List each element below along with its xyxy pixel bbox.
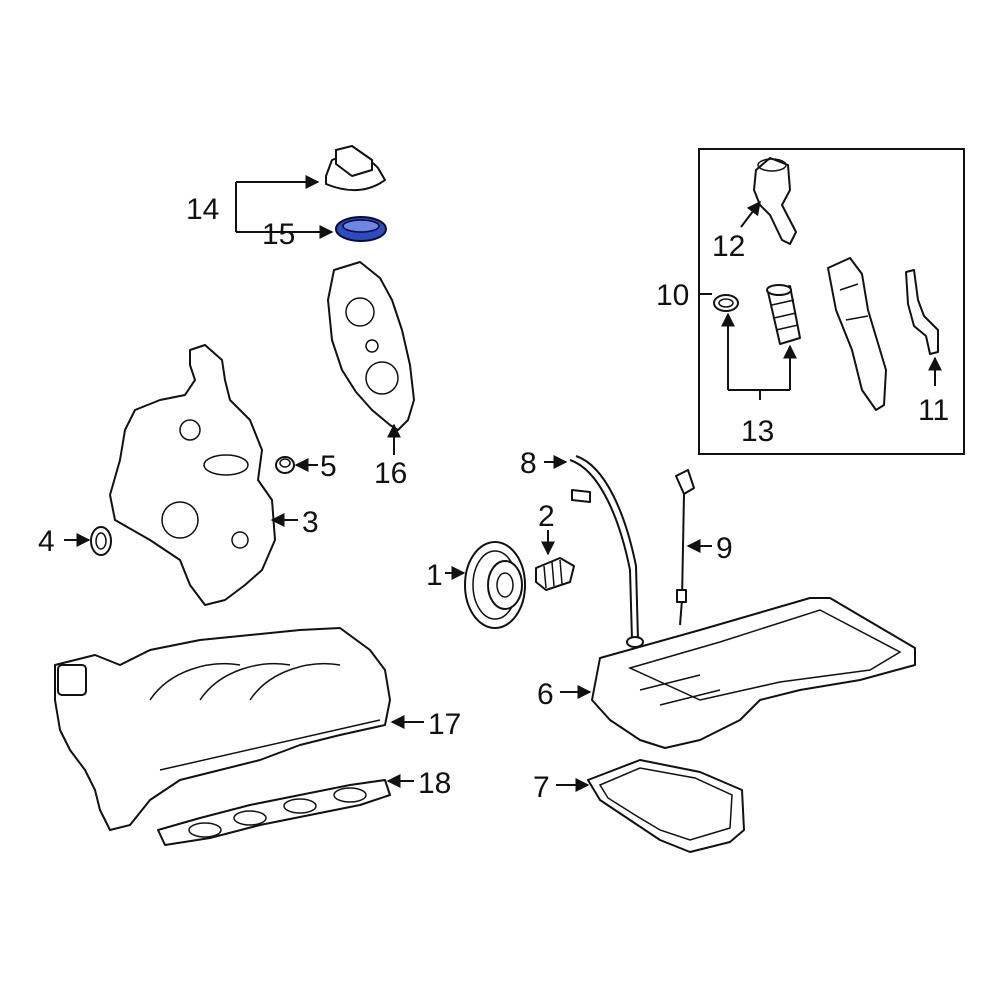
pulley-bolt[interactable] — [535, 557, 575, 591]
callout-7: 7 — [533, 771, 550, 804]
callout-5: 5 — [320, 450, 337, 483]
callout-14: 14 — [186, 193, 219, 226]
crank-seal[interactable] — [90, 526, 112, 556]
callout-labels: 1 2 3 4 5 6 7 8 9 10 11 12 13 14 15 16 1… — [38, 193, 949, 804]
callout-2: 2 — [538, 500, 555, 533]
callout-4: 4 — [38, 525, 55, 558]
callout-17: 17 — [428, 708, 461, 741]
oil-dipstick[interactable] — [675, 469, 695, 626]
callout-6: 6 — [537, 678, 554, 711]
callout-9: 9 — [716, 532, 733, 565]
cap-seal-ring[interactable] — [335, 216, 387, 242]
cover-plug[interactable] — [275, 456, 295, 474]
callout-18: 18 — [418, 767, 451, 800]
callout-1: 1 — [426, 559, 443, 592]
callout-13: 13 — [741, 415, 774, 448]
callout-15: 15 — [262, 218, 295, 251]
leader-lines — [64, 175, 942, 792]
oil-filler-cap[interactable] — [325, 145, 386, 192]
callout-3: 3 — [302, 506, 319, 539]
dipstick-tube[interactable] — [569, 455, 644, 648]
intake-manifold-gasket[interactable] — [157, 779, 391, 846]
callout-10: 10 — [656, 279, 689, 312]
filter-housing-gasket[interactable] — [905, 269, 939, 355]
intake-manifold[interactable] — [54, 627, 391, 831]
oil-filter-housing[interactable] — [827, 257, 887, 411]
filter-housing-cap[interactable] — [753, 157, 797, 245]
engine-front-cover[interactable] — [109, 344, 276, 606]
crankshaft-pulley[interactable] — [464, 541, 526, 629]
callout-16: 16 — [374, 457, 407, 490]
filter-kit-inset-box — [698, 148, 965, 455]
oil-pan-lower[interactable] — [587, 759, 745, 853]
filter-o-ring[interactable] — [713, 294, 739, 312]
callout-11: 11 — [918, 394, 949, 427]
oil-pan-upper[interactable] — [591, 597, 916, 749]
callout-8: 8 — [520, 447, 537, 480]
timing-cover-plate[interactable] — [327, 261, 415, 431]
oil-filter-element[interactable] — [766, 284, 801, 345]
callout-12: 12 — [712, 230, 745, 263]
